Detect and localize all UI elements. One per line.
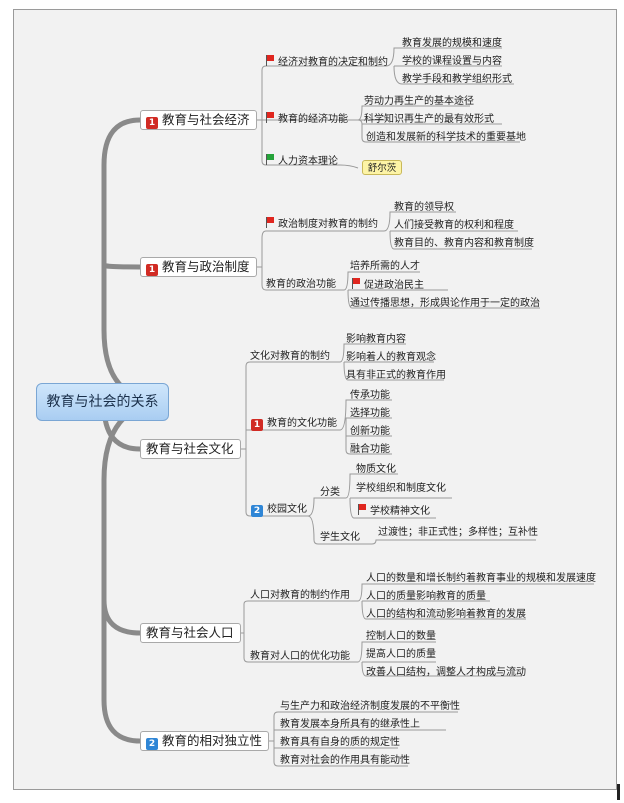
- leaf[interactable]: 人口的结构和流动影响着教育的发展: [366, 609, 526, 620]
- leaf[interactable]: 影响教育内容: [346, 334, 406, 345]
- leaf[interactable]: 教育对社会的作用具有能动性: [280, 755, 410, 766]
- leaf[interactable]: 控制人口的数量: [366, 631, 436, 642]
- node-campus-classify[interactable]: 分类: [320, 487, 340, 498]
- node-population[interactable]: 教育与社会人口: [140, 623, 241, 643]
- leaf[interactable]: 创新功能: [350, 426, 390, 437]
- leaf[interactable]: 与生产力和政治经济制度发展的不平衡性: [280, 701, 460, 712]
- label: 校园文化: [267, 504, 307, 515]
- leaf[interactable]: 教育的领导权: [394, 202, 454, 213]
- label: 教育的经济功能: [278, 114, 348, 125]
- node-campus-student[interactable]: 学生文化: [320, 532, 360, 543]
- priority-badge: 1: [251, 419, 263, 431]
- leaf[interactable]: 科学知识再生产的最有效形式: [364, 114, 494, 125]
- node-culture-restrict[interactable]: 文化对教育的制约: [250, 351, 330, 362]
- priority-badge: 2: [146, 738, 158, 750]
- leaf[interactable]: 学校的课程设置与内容: [402, 56, 502, 67]
- node-culture-function[interactable]: 1 教育的文化功能: [251, 417, 337, 431]
- red-flag-icon: [266, 112, 275, 123]
- leaf[interactable]: 学校组织和制度文化: [356, 483, 446, 494]
- node-independence-label: 教育的相对独立性: [162, 733, 263, 748]
- leaf[interactable]: 提高人口的质量: [366, 649, 436, 660]
- node-economy-label: 教育与社会经济: [162, 112, 250, 127]
- node-population-optimize[interactable]: 教育对人口的优化功能: [250, 651, 350, 662]
- label: 政治制度对教育的制约: [278, 219, 378, 230]
- node-human-capital[interactable]: 人力资本理论: [266, 154, 338, 168]
- leaf[interactable]: 人口的质量影响教育的质量: [366, 591, 486, 602]
- node-politics[interactable]: 1 教育与政治制度: [140, 257, 257, 277]
- leaf[interactable]: 教育发展的规模和速度: [402, 38, 502, 49]
- leaf[interactable]: 人口的数量和增长制约着教育事业的规模和发展速度: [366, 573, 596, 584]
- leaf[interactable]: 影响着人的教育观念: [346, 352, 436, 363]
- leaf[interactable]: 学校精神文化: [358, 504, 430, 518]
- node-economy-decisive[interactable]: 经济对教育的决定和制约: [266, 55, 388, 69]
- leaf[interactable]: 过渡性；非正式性；多样性；互补性: [378, 527, 538, 538]
- leaf[interactable]: 培养所需的人才: [350, 261, 420, 272]
- label: 教育的文化功能: [267, 418, 337, 429]
- leaf[interactable]: 促进政治民主: [352, 278, 424, 292]
- leaf[interactable]: 通过传播思想，形成舆论作用于一定的政治: [350, 298, 540, 309]
- leaf[interactable]: 教学手段和教学组织形式: [402, 74, 512, 85]
- red-flag-icon: [266, 217, 275, 228]
- leaf[interactable]: 人们接受教育的权利和程度: [394, 220, 514, 231]
- priority-badge: 2: [251, 505, 263, 517]
- label: 促进政治民主: [364, 280, 424, 291]
- leaf[interactable]: 教育具有自身的质的规定性: [280, 737, 400, 748]
- priority-badge: 1: [146, 117, 158, 129]
- leaf[interactable]: 传承功能: [350, 390, 390, 401]
- node-population-restrict[interactable]: 人口对教育的制约作用: [250, 590, 350, 601]
- node-economy[interactable]: 1 教育与社会经济: [140, 110, 257, 130]
- node-economy-function[interactable]: 教育的经济功能: [266, 112, 348, 126]
- priority-badge: 1: [146, 264, 158, 276]
- edge-bar: [617, 784, 620, 800]
- leaf[interactable]: 融合功能: [350, 444, 390, 455]
- node-independence[interactable]: 2 教育的相对独立性: [140, 731, 270, 751]
- node-politics-label: 教育与政治制度: [162, 259, 250, 274]
- leaf[interactable]: 创造和发展新的科学技术的重要基地: [366, 132, 526, 143]
- node-politics-restrict[interactable]: 政治制度对教育的制约: [266, 217, 378, 231]
- leaf[interactable]: 教育发展本身所具有的继承性上: [280, 719, 420, 730]
- red-flag-icon: [352, 278, 361, 289]
- root-node[interactable]: 教育与社会的关系: [36, 383, 169, 421]
- label: 学校精神文化: [370, 506, 430, 517]
- callout-note[interactable]: 舒尔茨: [362, 160, 402, 175]
- green-flag-icon: [266, 154, 275, 165]
- leaf[interactable]: 劳动力再生产的基本途径: [364, 96, 474, 107]
- leaf[interactable]: 教育目的、教育内容和教育制度: [394, 238, 534, 249]
- node-culture[interactable]: 教育与社会文化: [140, 439, 241, 459]
- label: 经济对教育的决定和制约: [278, 57, 388, 68]
- leaf[interactable]: 选择功能: [350, 408, 390, 419]
- node-politics-function[interactable]: 教育的政治功能: [266, 279, 336, 290]
- red-flag-icon: [266, 55, 275, 66]
- label: 人力资本理论: [278, 156, 338, 167]
- leaf[interactable]: 具有非正式的教育作用: [346, 370, 446, 381]
- node-campus[interactable]: 2 校园文化: [251, 503, 307, 517]
- leaf[interactable]: 物质文化: [356, 464, 396, 475]
- leaf[interactable]: 改善人口结构，调整人才构成与流动: [366, 667, 526, 678]
- red-flag-icon: [358, 504, 367, 515]
